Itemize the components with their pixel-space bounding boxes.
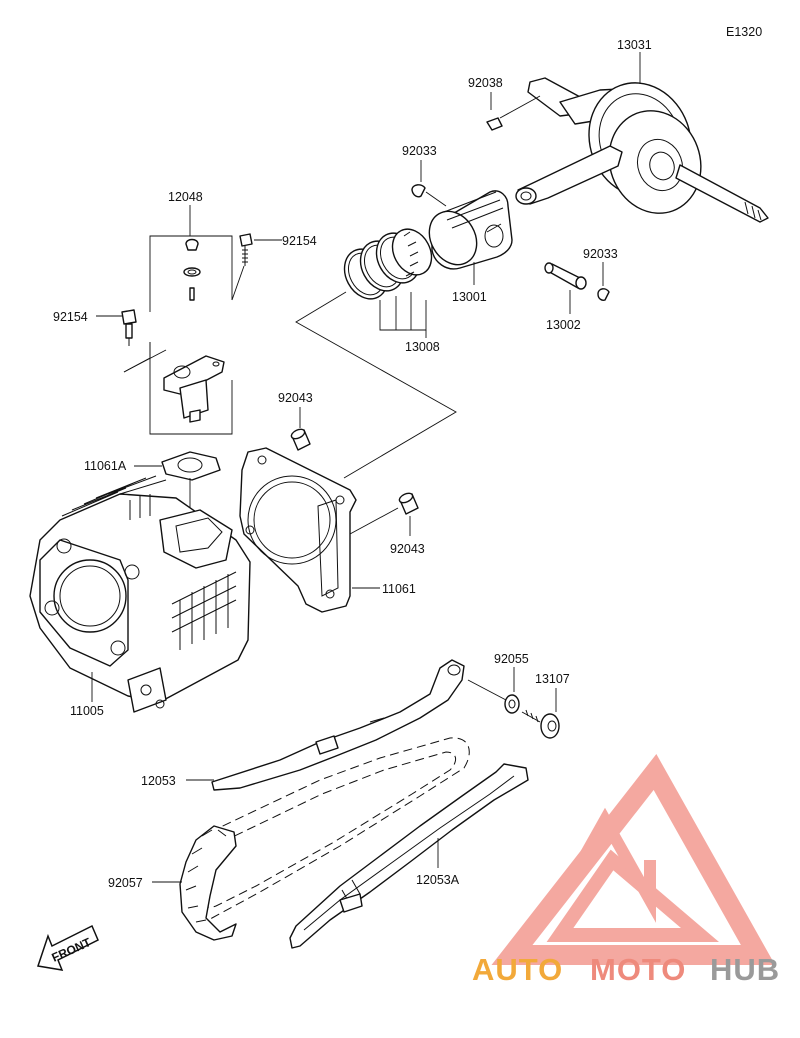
gasket-11061A[interactable] xyxy=(161,451,221,481)
label-92033-right: 92033 xyxy=(583,247,618,261)
watermark-word-moto: MOTO xyxy=(590,952,686,987)
bolt-92154-left[interactable] xyxy=(121,309,137,346)
label-13031: 13031 xyxy=(617,38,652,52)
watermark-word-auto: AUTO xyxy=(472,952,563,987)
label-11005: 11005 xyxy=(70,704,104,718)
dowel-pin-92043-right[interactable] xyxy=(398,491,419,515)
chain-guide-12053A[interactable] xyxy=(289,763,529,949)
label-13001: 13001 xyxy=(452,290,487,304)
piston-13001[interactable] xyxy=(420,190,513,273)
label-12053A: 12053A xyxy=(416,873,460,887)
label-92154-left: 92154 xyxy=(53,310,88,324)
crankshaft-13031[interactable] xyxy=(515,68,769,226)
label-92043-right: 92043 xyxy=(390,542,425,556)
diagram-code: E1320 xyxy=(726,25,762,39)
key-92038[interactable] xyxy=(486,117,503,131)
label-92055: 92055 xyxy=(494,652,529,666)
pivot-bolt-13107[interactable] xyxy=(521,709,560,739)
bolt-92154-right[interactable] xyxy=(239,233,253,266)
label-11061: 11061 xyxy=(382,582,416,596)
front-arrow-icon xyxy=(37,924,99,971)
circlip-92033-top[interactable] xyxy=(411,184,426,198)
label-13107: 13107 xyxy=(535,672,570,686)
front-direction-arrow: FRONT xyxy=(37,924,99,971)
label-11061A: 11061A xyxy=(84,459,127,473)
cylinder-11005[interactable] xyxy=(29,475,251,713)
watermark-m-stroke xyxy=(554,807,656,923)
piston-rings-13008[interactable] xyxy=(336,222,439,306)
piston-pin-13002[interactable] xyxy=(544,262,587,290)
label-12048: 12048 xyxy=(168,190,203,204)
label-92033-top: 92033 xyxy=(402,144,437,158)
label-92057: 92057 xyxy=(108,876,143,890)
chain-guide-12053[interactable] xyxy=(211,659,465,791)
label-92038: 92038 xyxy=(468,76,503,90)
label-12053: 12053 xyxy=(141,774,176,788)
label-13008: 13008 xyxy=(405,340,440,354)
label-92154-right: 92154 xyxy=(282,234,317,248)
cam-chain-tensioner-12048[interactable] xyxy=(163,238,225,423)
washer-92055[interactable] xyxy=(504,694,520,714)
circlip-92033-right[interactable] xyxy=(597,288,610,301)
cam-chain-92057[interactable] xyxy=(179,737,470,941)
watermark-word-hub: HUB xyxy=(710,952,780,987)
label-92043-top: 92043 xyxy=(278,391,313,405)
watermark-logo xyxy=(491,754,776,965)
watermark-text: AUTO MOTO HUB xyxy=(472,952,780,987)
label-13002: 13002 xyxy=(546,318,581,332)
cylinder-head-gasket-11061[interactable] xyxy=(239,447,357,613)
dowel-pin-92043-top[interactable] xyxy=(290,427,311,451)
